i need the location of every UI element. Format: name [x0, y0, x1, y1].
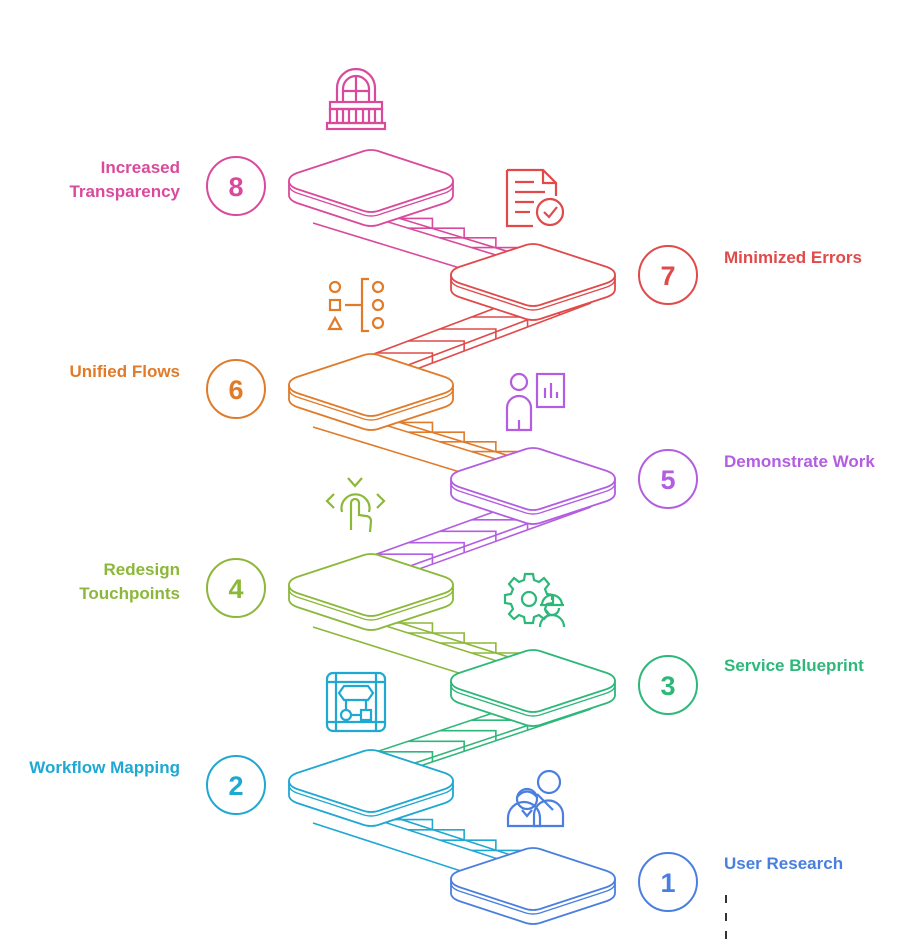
- step-number-circles: 1 2 3 4 5 6 7 8: [206, 156, 698, 912]
- step-4-number: 4: [228, 574, 243, 604]
- shapes-grouping-icon: [327, 277, 385, 333]
- step-4-label: Redesign Touchpoints: [79, 560, 180, 603]
- step-5-label: Demonstrate Work: [724, 452, 875, 471]
- step-2-circle: 2: [206, 755, 266, 815]
- users-icon: [506, 769, 565, 828]
- flowchart-icon: [325, 671, 387, 733]
- step-7-number: 7: [660, 261, 675, 291]
- presenter-chart-icon: [505, 372, 566, 432]
- platform-1: [450, 847, 616, 925]
- step-6-label: Unified Flows: [69, 362, 181, 381]
- platform-5: [450, 447, 616, 525]
- step-4-circle: 4: [206, 558, 266, 618]
- platforms: [288, 149, 616, 925]
- platform-3: [450, 649, 616, 727]
- step-2-label: Workflow Mapping: [29, 758, 180, 777]
- platform-8: [288, 149, 454, 227]
- step-8-label: Increased Transparency: [69, 158, 180, 201]
- step-1-label: User Research: [724, 854, 844, 873]
- gear-worker-icon: [503, 572, 566, 628]
- step-6-number: 6: [228, 375, 243, 405]
- step-7-circle: 7: [638, 245, 698, 305]
- tap-icon: [325, 477, 386, 533]
- window-icon: [325, 67, 387, 131]
- step-3-label: Service Blueprint: [724, 656, 864, 675]
- step-3-number: 3: [660, 671, 675, 701]
- step-2-number: 2: [228, 771, 243, 801]
- step-7-label: Minimized Errors: [724, 248, 862, 267]
- platform-6: [288, 353, 454, 431]
- document-check-icon: [505, 168, 565, 228]
- step-5-circle: 5: [638, 449, 698, 509]
- step-1-circle: 1: [638, 852, 698, 912]
- step-8-circle: 8: [206, 156, 266, 216]
- step-8-number: 8: [228, 172, 243, 202]
- step-3-circle: 3: [638, 655, 698, 715]
- step-1-number: 1: [660, 868, 675, 898]
- platform-2: [288, 749, 454, 827]
- step-icons: [325, 67, 566, 828]
- platform-7: [450, 243, 616, 321]
- step-5-number: 5: [660, 465, 675, 495]
- step-6-circle: 6: [206, 359, 266, 419]
- platform-4: [288, 553, 454, 631]
